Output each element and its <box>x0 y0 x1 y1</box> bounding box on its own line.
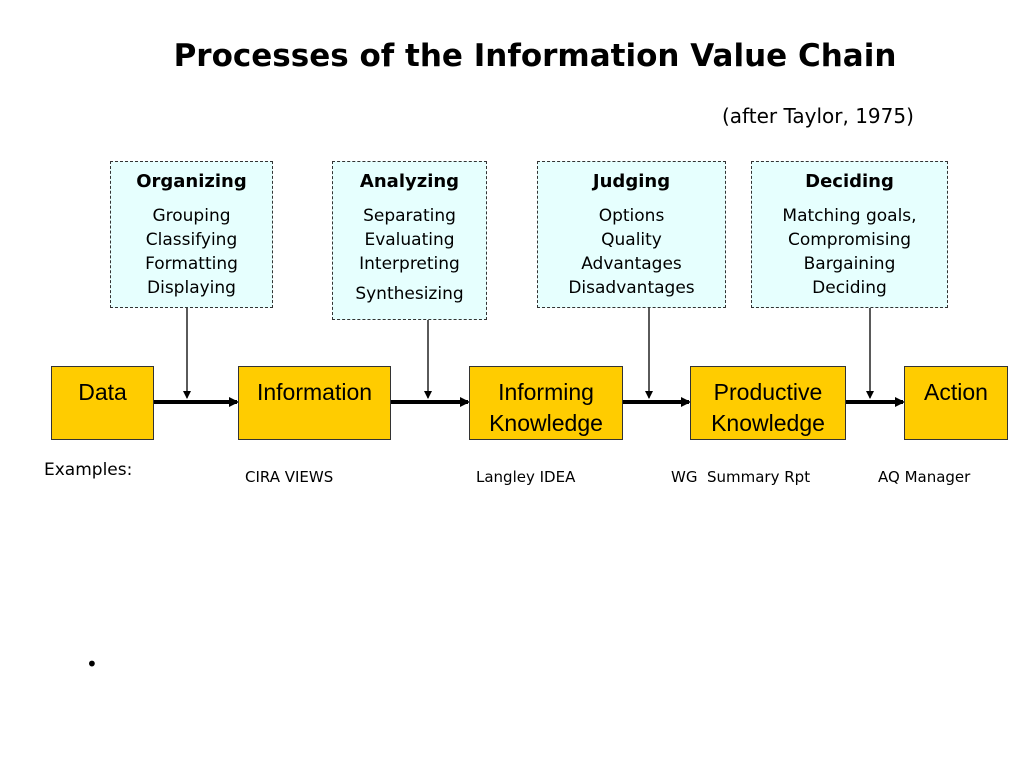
process-item: Evaluating <box>364 230 455 250</box>
stage-data: Data <box>51 366 154 440</box>
process-item: Matching goals, <box>782 206 917 226</box>
process-heading: Judging <box>592 171 671 192</box>
process-item: Bargaining <box>803 254 896 274</box>
process-item: Quality <box>601 230 662 250</box>
examples-label: Examples: <box>44 460 133 480</box>
stage-action: Action <box>904 366 1008 440</box>
process-heading: Analyzing <box>359 171 460 192</box>
stage-label: Productive <box>713 379 823 405</box>
process-heading: Deciding <box>805 171 894 192</box>
example-cira-views: CIRA VIEWS <box>245 468 334 486</box>
process-item: Classifying <box>145 230 238 250</box>
process-box-analyzing: Analyzing Separating Evaluating Interpre… <box>332 161 487 320</box>
stage-information: Information <box>238 366 391 440</box>
stage-label-line2: Knowledge <box>711 410 825 436</box>
stage-label: Action <box>924 379 988 405</box>
process-box-judging: Judging Options Quality Advantages Disad… <box>537 161 726 308</box>
process-item: Interpreting <box>359 254 460 274</box>
process-item: Formatting <box>145 254 238 274</box>
stage-informing-knowledge: Informing Knowledge <box>469 366 623 440</box>
process-item: Compromising <box>787 230 912 250</box>
example-wg-summary-rpt: WG Summary Rpt <box>671 468 811 486</box>
slide-title: Processes of the Information Value Chain <box>173 38 897 74</box>
stage-label: Information <box>256 379 373 405</box>
stage-productive-knowledge: Productive Knowledge <box>690 366 846 440</box>
stage-label: Data <box>78 379 127 405</box>
process-item: Options <box>598 206 665 226</box>
example-aq-manager: AQ Manager <box>878 468 971 486</box>
process-item: Disadvantages <box>568 278 695 298</box>
process-item: Separating <box>363 206 456 226</box>
process-item: Synthesizing <box>355 284 464 304</box>
slide-subtitle: (after Taylor, 1975) <box>722 104 914 128</box>
empty-bullet: • <box>86 652 98 676</box>
process-item: Displaying <box>147 278 236 298</box>
process-item: Deciding <box>812 278 887 298</box>
process-item: Advantages <box>581 254 682 274</box>
stage-label-line2: Knowledge <box>489 410 603 436</box>
process-box-deciding: Deciding Matching goals, Compromising Ba… <box>751 161 948 308</box>
process-box-organizing: Organizing Grouping Classifying Formatti… <box>110 161 273 308</box>
process-item: Grouping <box>152 206 231 226</box>
process-heading: Organizing <box>136 171 247 192</box>
example-langley-idea: Langley IDEA <box>476 468 576 486</box>
stage-label: Informing <box>498 379 594 405</box>
